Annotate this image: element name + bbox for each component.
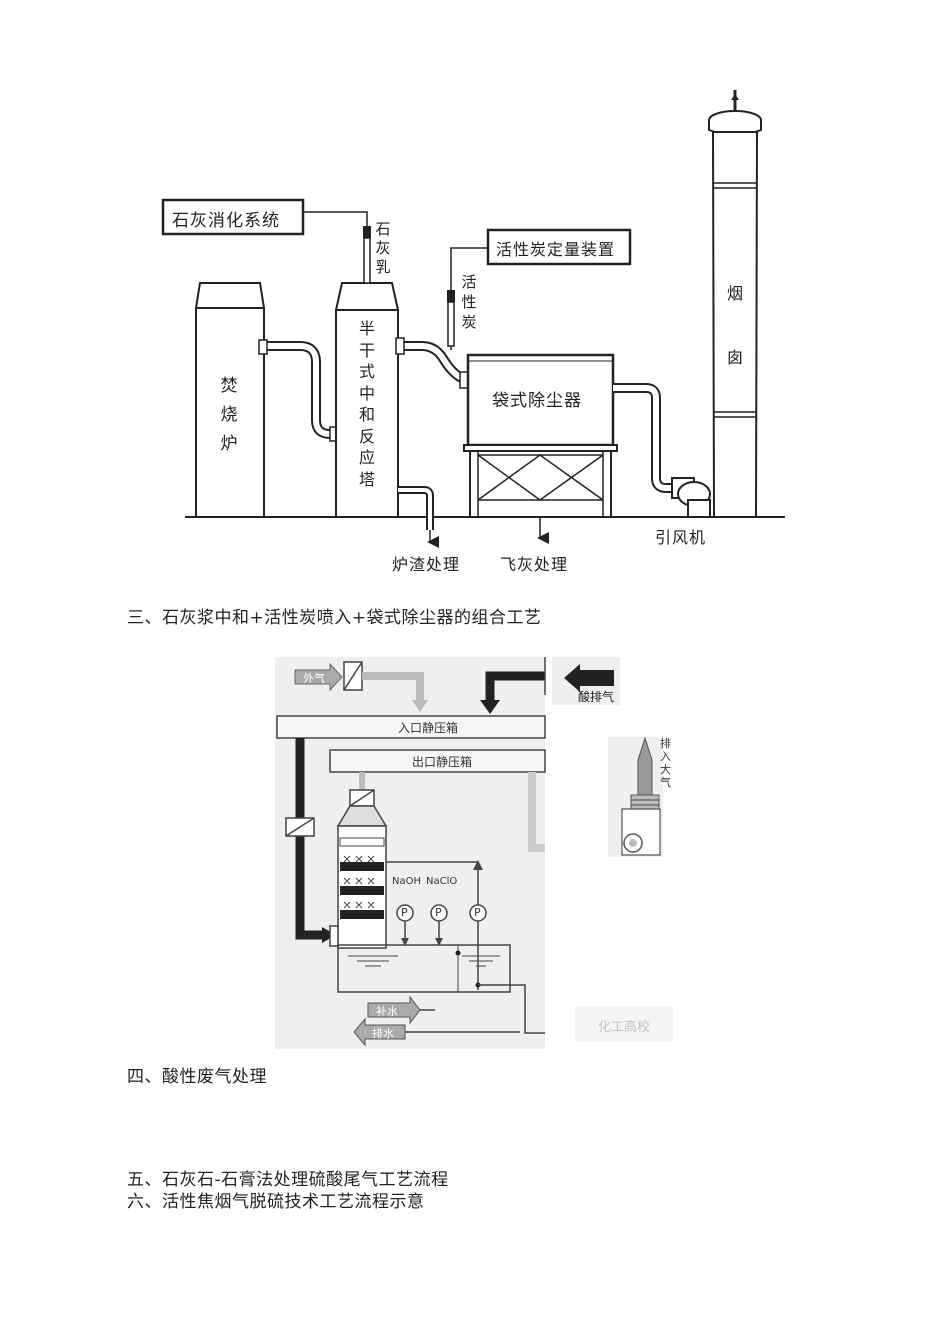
incinerator: [194, 282, 266, 518]
bag-filter-label: 袋式除尘器: [492, 391, 582, 411]
chimney: [708, 90, 762, 518]
section-heading-3: 三、石灰浆中和+活性炭喷入+袋式除尘器的组合工艺: [127, 608, 542, 628]
exhaust-stack-icon: [621, 736, 661, 856]
pump-2-label: P: [435, 906, 442, 919]
section-heading-6: 六、活性焦烟气脱硫技术工艺流程示意: [127, 1192, 425, 1212]
makeup-water-label: 补水: [376, 1005, 398, 1018]
naclo-label: NaClO: [426, 876, 458, 887]
section-heading-4: 四、酸性废气处理: [127, 1067, 267, 1087]
induced-fan-label: 引风机: [655, 528, 707, 547]
carbon-dosing-label: 活性炭定量装置: [496, 240, 616, 259]
pump-3-label: P: [474, 906, 481, 919]
reactor-label: 半干式中 和反应塔: [358, 319, 375, 489]
induced-fan: [671, 477, 711, 518]
exhaust-to-atmosphere-label: 排入大气: [660, 737, 671, 789]
incineration-process-diagram: [161, 90, 785, 548]
section-heading-5: 五、石灰石-石膏法处理硫酸尾气工艺流程: [127, 1170, 449, 1190]
outside-air-label: 外气: [303, 672, 325, 685]
acid-exhaust-label: 酸排气: [578, 690, 615, 704]
lime-system-box: [161, 198, 305, 236]
carbon-dosing-box: [486, 228, 632, 266]
bag-filter: [463, 353, 618, 518]
pump-1-label: P: [401, 906, 408, 919]
inlet-plenum-label: 入口静压箱: [398, 721, 459, 735]
slag-treatment-label: 炉渣处理: [392, 555, 461, 574]
lime-milk-label: 石灰乳: [375, 220, 391, 276]
lime-system-label: 石灰消化系统: [172, 211, 280, 231]
outlet-plenum-label: 出口静压箱: [412, 755, 473, 769]
reactor-tower: [334, 282, 400, 518]
drain-water-label: 排水: [372, 1027, 394, 1040]
acid-gas-scrubber-diagram: [275, 657, 673, 1049]
pumps: [396, 904, 487, 946]
watermark: 化工高校: [598, 1020, 651, 1035]
circulation-tank: [337, 944, 511, 993]
fly-ash-treatment-label: 飞灰处理: [500, 555, 569, 574]
scrubber-tower: [336, 789, 388, 949]
naoh-label: NaOH: [392, 876, 421, 887]
chimney-label: 烟囱: [726, 284, 743, 367]
incinerator-label: 焚烧炉: [220, 376, 238, 454]
activated-carbon-label: 活性炭: [461, 273, 477, 331]
